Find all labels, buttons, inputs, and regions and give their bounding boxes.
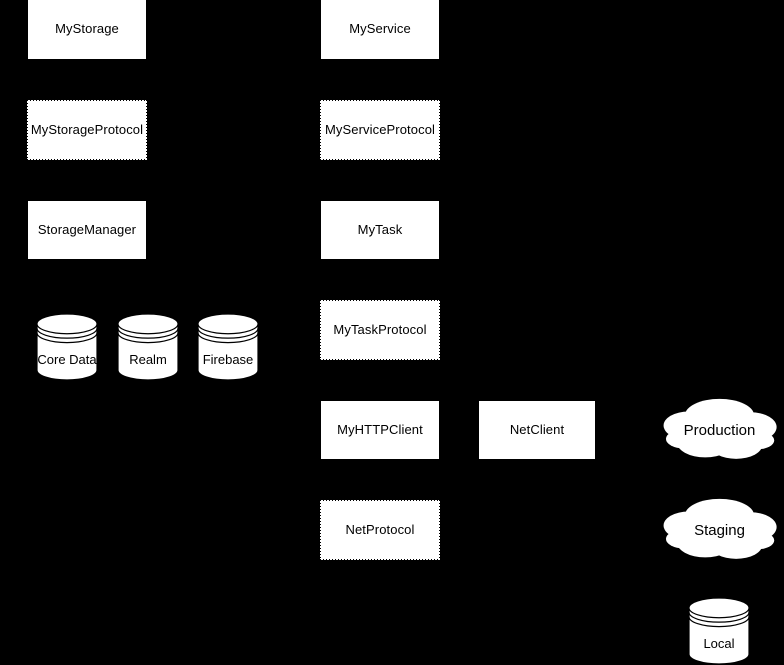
node-mystorageprotocol[interactable]: MyStorageProtocol bbox=[27, 100, 147, 160]
node-myservice[interactable]: MyService bbox=[320, 0, 440, 60]
node-label: MyStorage bbox=[55, 21, 119, 37]
node-label: MyTask bbox=[357, 222, 403, 238]
node-label: MyHTTPClient bbox=[337, 422, 423, 438]
node-label: MyService bbox=[349, 21, 411, 37]
node-storagemanager[interactable]: StorageManager bbox=[27, 200, 147, 260]
node-label: StorageManager bbox=[37, 222, 137, 238]
node-realm[interactable]: Realm bbox=[117, 313, 179, 381]
node-mytaskprotocol[interactable]: MyTaskProtocol bbox=[320, 300, 440, 360]
node-netprotocol[interactable]: NetProtocol bbox=[320, 500, 440, 560]
node-label: MyStorageProtocol bbox=[30, 122, 144, 138]
node-netclient[interactable]: NetClient bbox=[478, 400, 596, 460]
node-myserviceprotocol[interactable]: MyServiceProtocol bbox=[320, 100, 440, 160]
node-label: NetProtocol bbox=[345, 522, 415, 538]
node-mytask[interactable]: MyTask bbox=[320, 200, 440, 260]
node-staging[interactable]: Staging bbox=[660, 493, 779, 567]
node-firebase[interactable]: Firebase bbox=[197, 313, 259, 381]
node-myhttpclient[interactable]: MyHTTPClient bbox=[320, 400, 440, 460]
node-coredata[interactable]: Core Data bbox=[36, 313, 98, 381]
node-label: MyTaskProtocol bbox=[333, 322, 427, 338]
node-label: NetClient bbox=[509, 422, 565, 438]
node-local[interactable]: Local bbox=[688, 597, 750, 665]
node-production[interactable]: Production bbox=[660, 393, 779, 467]
node-mystorage[interactable]: MyStorage bbox=[27, 0, 147, 60]
node-label: MyServiceProtocol bbox=[324, 122, 436, 138]
